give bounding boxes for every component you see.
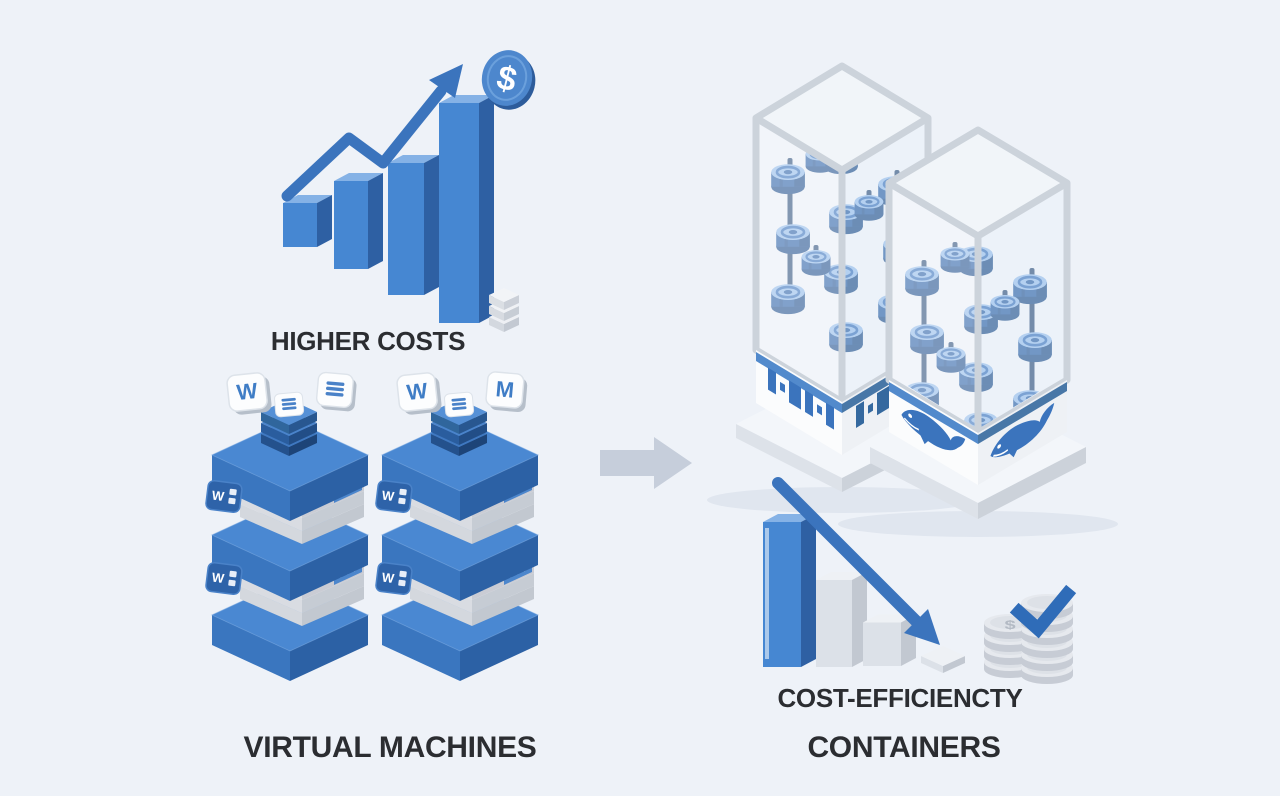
bar-side (368, 173, 383, 269)
windows-badge-icon: W (225, 370, 274, 417)
bar-front (283, 203, 317, 247)
vm-stack-2: W M W W (374, 370, 539, 682)
bar-front (816, 580, 852, 667)
svg-text:W: W (211, 570, 226, 586)
server-os-badge-icon: W (204, 561, 244, 596)
bar-side (801, 514, 816, 667)
tower-shadow (838, 511, 1118, 537)
svg-text:W: W (211, 488, 226, 504)
higher-costs-chart: $ HIGHER COSTS (271, 50, 536, 356)
dollar-coin-icon: $ (481, 50, 536, 110)
server-os-badge-icon: W (374, 479, 414, 514)
bar-front (863, 622, 901, 666)
container-drum-icon (1013, 274, 1047, 305)
cost-efficiency-label: COST-EFFICIENCTY (777, 683, 1022, 713)
bar-front (763, 522, 801, 667)
small-gray-stack-icon (489, 288, 519, 332)
windows-badge-icon: W (395, 370, 444, 417)
svg-text:W: W (381, 570, 396, 586)
containers-label: CONTAINERS (807, 731, 1000, 764)
container-drum-icon (771, 284, 805, 315)
bar-side (424, 155, 439, 295)
bar-top (439, 95, 494, 103)
higher-costs-label: HIGHER COSTS (271, 326, 465, 356)
server-marks-icon (768, 367, 834, 430)
tile-top (921, 646, 965, 666)
bar-top (816, 572, 867, 580)
container-tower-2 (838, 126, 1118, 537)
bar-top (283, 195, 332, 203)
container-drum-icon (829, 322, 863, 353)
tile-right (943, 656, 965, 673)
container-drum-icon (854, 195, 884, 221)
bar-front (388, 163, 424, 295)
svg-text:M: M (495, 376, 515, 403)
svg-text:W: W (405, 378, 428, 405)
right-arrow-icon (600, 437, 692, 489)
coin-stack-icon: $ (984, 584, 1077, 684)
container-drum-icon (776, 224, 810, 255)
bar-side (317, 195, 332, 247)
container-drum-icon (940, 247, 970, 273)
tower-shadow (707, 487, 977, 513)
server-os-badge-icon: W (374, 561, 414, 596)
m-badge-icon: M (484, 370, 529, 414)
list-lines-badge-icon (315, 371, 359, 413)
svg-text:W: W (381, 488, 396, 504)
container-drum-icon (1018, 332, 1052, 363)
bar-front (439, 103, 479, 323)
virtual-machines-label: VIRTUAL MACHINES (244, 731, 537, 764)
bar-top (388, 155, 439, 163)
trend-up-arrow-icon (281, 64, 463, 202)
server-os-badge-icon: W (204, 479, 244, 514)
container-drum-icon (771, 164, 805, 195)
container-drum-icon (936, 347, 966, 373)
cost-efficiency-chart: $ COST-EFFICIENCTY (763, 477, 1077, 713)
tile-left (921, 656, 943, 673)
trend-down-arrow-icon (772, 477, 940, 645)
bar-side (479, 95, 494, 323)
bar-top (334, 173, 383, 181)
container-drum-icon (905, 266, 939, 297)
mini-badge-icon (274, 391, 305, 418)
container-drum-icon (801, 250, 831, 276)
vm-stack-1: W W W (204, 370, 369, 682)
container-drum-icon (910, 324, 944, 355)
bar-front (334, 181, 368, 269)
rising-bars (283, 95, 494, 323)
coin-dollar-sign: $ (1004, 619, 1015, 632)
mini-badge-icon (444, 391, 475, 418)
bar-top (863, 614, 916, 623)
checkmark-icon (1009, 584, 1077, 639)
container-drum-icon (990, 295, 1020, 321)
svg-text:W: W (235, 378, 258, 405)
